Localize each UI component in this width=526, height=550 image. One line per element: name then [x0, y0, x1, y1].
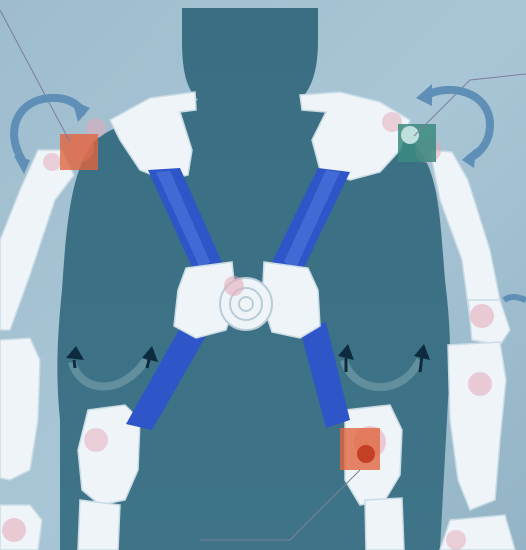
left-elbow-joint — [43, 153, 61, 171]
right-thigh-shell — [365, 498, 404, 550]
left-shoulder-marker — [60, 134, 98, 170]
right-elbow-joint — [470, 304, 494, 328]
right-hip-marker-dot — [357, 445, 375, 463]
chest-joint-pink — [224, 276, 244, 296]
right-shoulder-marker-dot — [401, 126, 419, 144]
left-wrist-joint — [2, 518, 26, 542]
right-forearm-joint — [468, 372, 492, 396]
right-edge-arrow-icon — [504, 297, 526, 300]
left-thigh-shell — [78, 500, 120, 550]
left-hip-joint — [84, 428, 108, 452]
right-wrist-joint — [446, 530, 466, 550]
